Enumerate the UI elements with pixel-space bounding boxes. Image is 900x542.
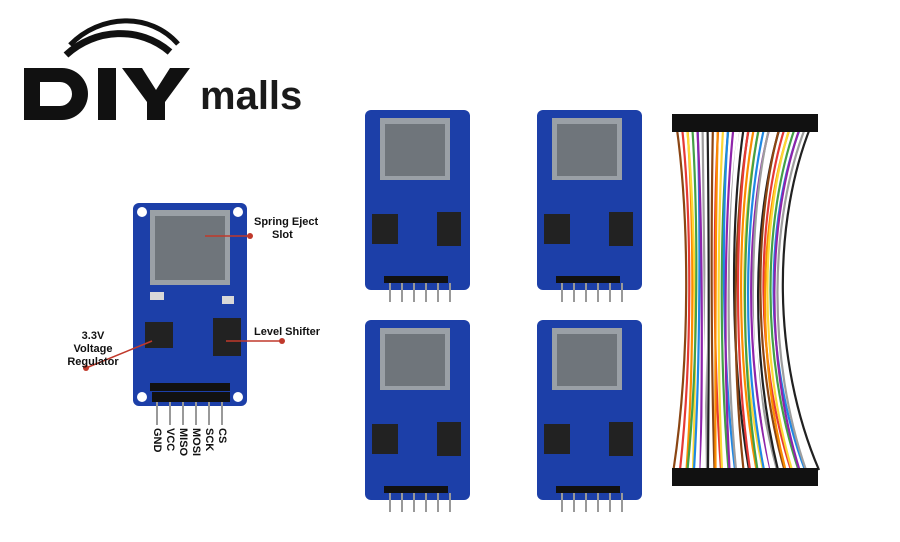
pin-label-cs: CS [216,428,228,444]
jumper-wire [732,121,751,471]
jumper-wire [769,121,800,471]
jumper-wire [701,121,709,471]
jumper-wire [717,121,725,471]
jumper-wire [695,121,703,471]
jumper-wire [752,121,779,471]
jumper-wire [781,121,821,471]
jumper-wire [753,121,778,471]
pin-label-mosi: MOSI [190,428,202,457]
jumper-wire [706,121,710,471]
jumper-wire [736,121,752,471]
jumper-connectors-bottom [672,468,818,486]
jumper-wire [729,121,744,471]
jumper-wire [722,121,737,471]
callout-regulator: 3.3V Voltage Regulator [60,330,126,369]
sd-module-grid [365,110,642,512]
jumper-wire [685,121,697,471]
sd-module-4 [537,320,642,512]
jumper-wire [739,121,758,471]
jumper-wire [710,121,716,471]
jumper-wire [759,121,786,471]
jumper-wire [672,121,688,471]
sd-module-2 [537,110,642,302]
sd-module-1 [365,110,470,302]
jumper-wire [762,121,793,471]
callout-spring-eject-line2: Slot [272,229,293,241]
jumper-wire [678,121,691,471]
jumper-wire [776,121,809,471]
callout-regulator-line3: Regulator [67,356,119,368]
callout-lines [83,233,285,371]
pin-label-sck: SCK [203,428,215,452]
jumper-wire [724,121,736,471]
callout-spring-eject: Spring Eject Slot [254,216,318,242]
pin-label-miso: MISO [177,428,189,457]
jumper-wire [746,121,767,471]
sd-module-3 [365,320,470,512]
brand-logo [24,18,190,120]
pin-header-labeled [152,392,230,425]
jumper-wire [686,121,698,471]
callout-level-shifter: Level Shifter [254,326,321,338]
pin-label-vcc: VCC [164,428,176,452]
jumper-wire [743,121,762,471]
brand-logo-suffix: malls [200,74,303,118]
jumper-wire [773,121,804,471]
jumper-wire [766,121,794,471]
jumper-wire-bundle [672,114,821,486]
pin-label-gnd: GND [151,428,163,453]
sd-module-labeled [133,203,247,406]
callout-regulator-line2: Voltage [73,343,113,355]
jumper-wire [714,121,720,471]
jumper-connectors-top [672,114,818,132]
callout-regulator-line1: 3.3V [81,330,105,342]
callout-spring-eject-line1: Spring Eject [254,216,319,228]
